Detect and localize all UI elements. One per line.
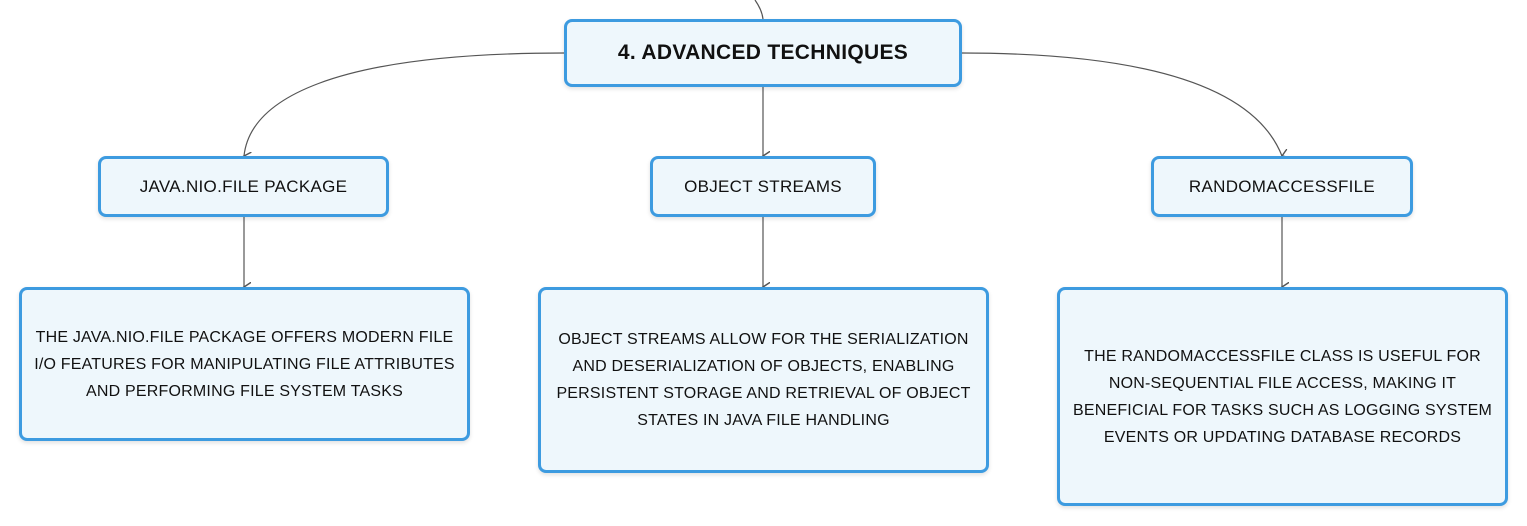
detail-line: STATES IN JAVA FILE HANDLING (637, 412, 890, 429)
detail-line: AND DESERIALIZATION OF OBJECTS, ENABLING (572, 358, 955, 375)
detail-node-java-nio-file[interactable]: THE JAVA.NIO.FILE PACKAGE OFFERS MODERN … (19, 287, 470, 441)
parent-connector (754, 0, 764, 20)
detail-line: I/O FEATURES FOR MANIPULATING FILE ATTRI… (34, 355, 455, 373)
topic-node-randomaccessfile[interactable]: RANDOMACCESSFILE (1151, 156, 1413, 217)
detail-text: THE RANDOMACCESSFILE CLASS IS USEFUL FOR… (1073, 343, 1492, 451)
detail-line: OBJECT STREAMS ALLOW FOR THE SERIALIZATI… (558, 331, 969, 348)
detail-line: THE RANDOMACCESSFILE CLASS IS USEFUL FOR (1084, 347, 1481, 365)
topic-node-object-streams[interactable]: OBJECT STREAMS (650, 156, 876, 217)
detail-text: THE JAVA.NIO.FILE PACKAGE OFFERS MODERN … (34, 324, 455, 405)
detail-node-randomaccessfile[interactable]: THE RANDOMACCESSFILE CLASS IS USEFUL FOR… (1057, 287, 1508, 506)
detail-line: PERSISTENT STORAGE AND RETRIEVAL OF OBJE… (556, 385, 971, 402)
topic-node-java-nio-file[interactable]: JAVA.NIO.FILE PACKAGE (98, 156, 389, 217)
root-to-java-nio-connector (244, 52, 565, 156)
topic-node-label: RANDOMACCESSFILE (1188, 176, 1376, 196)
topic-node-label: JAVA.NIO.FILE PACKAGE (139, 176, 348, 196)
detail-node-object-streams[interactable]: OBJECT STREAMS ALLOW FOR THE SERIALIZATI… (538, 287, 989, 473)
detail-line: BENEFICIAL FOR TASKS SUCH AS LOGGING SYS… (1072, 401, 1493, 419)
detail-line: AND PERFORMING FILE SYSTEM TASKS (86, 382, 403, 400)
detail-line: EVENTS OR UPDATING DATABASE RECORDS (1103, 428, 1462, 446)
root-to-randomaccessfile-connector (961, 52, 1282, 156)
topic-node-label: OBJECT STREAMS (684, 176, 842, 196)
detail-line: NON-SEQUENTIAL FILE ACCESS, MAKING IT (1108, 374, 1457, 392)
root-node-label: 4. ADVANCED TECHNIQUES (617, 41, 909, 64)
detail-line: THE JAVA.NIO.FILE PACKAGE OFFERS MODERN … (35, 328, 454, 346)
detail-text: OBJECT STREAMS ALLOW FOR THE SERIALIZATI… (556, 326, 970, 434)
root-node[interactable]: 4. ADVANCED TECHNIQUES (564, 19, 962, 87)
